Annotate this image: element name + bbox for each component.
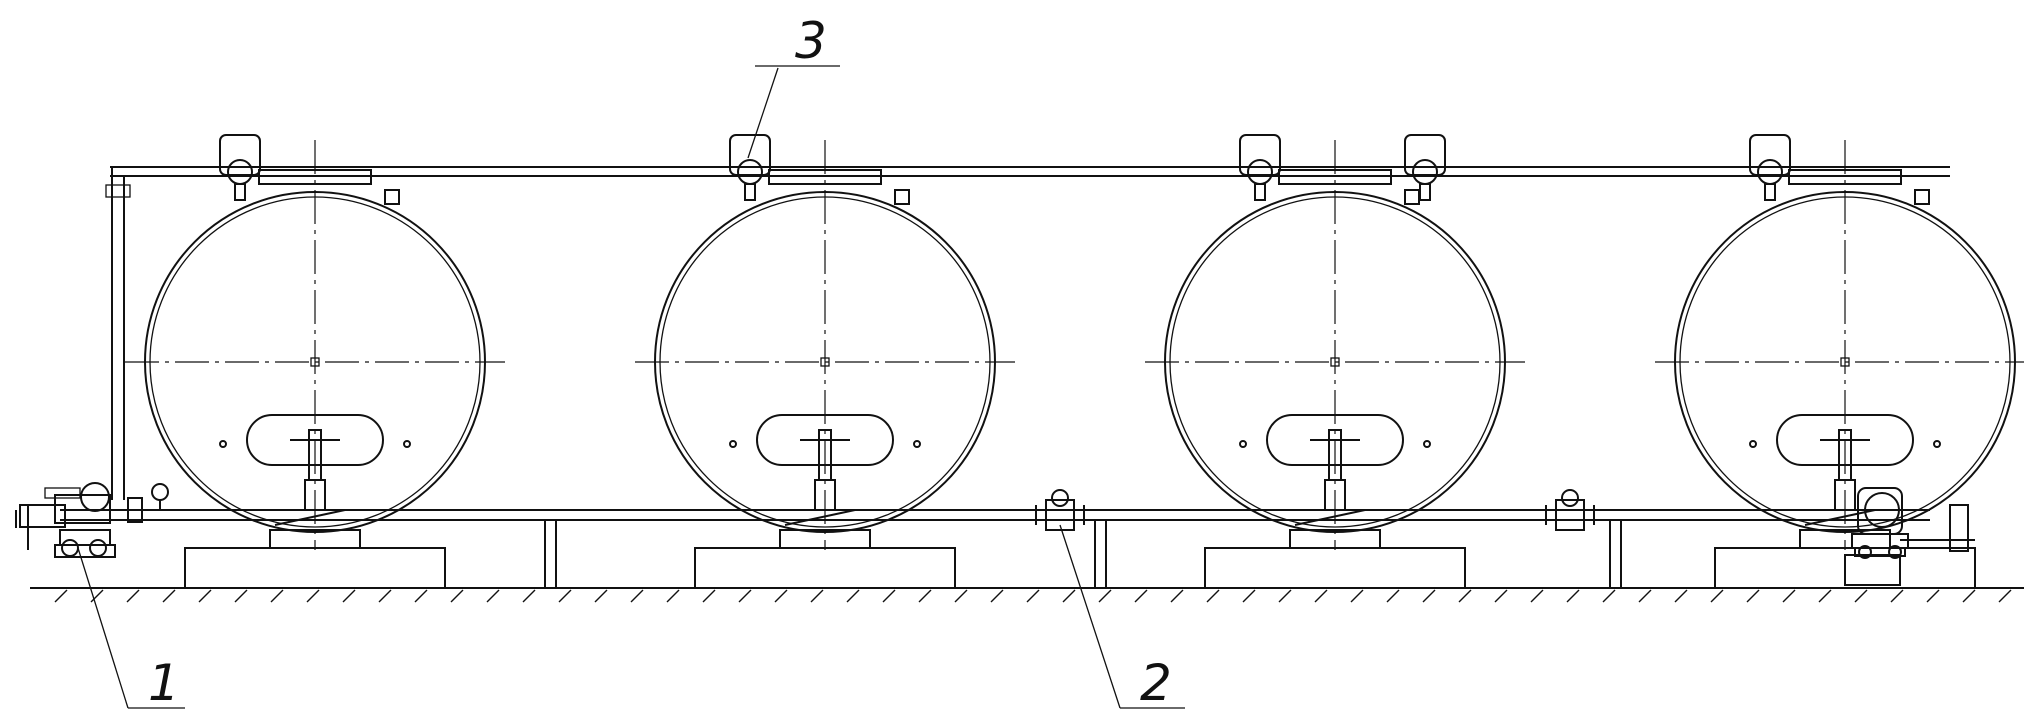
pump-unit-right bbox=[1844, 487, 1976, 588]
tank-slot bbox=[1776, 414, 1914, 466]
breather-valve-stem bbox=[1254, 183, 1266, 201]
breather-valve-body bbox=[1757, 159, 1783, 185]
tank-manhole bbox=[768, 169, 882, 185]
outlet-valve bbox=[1324, 479, 1346, 511]
tank-bolt-right bbox=[1423, 440, 1431, 448]
outlet-valve bbox=[304, 479, 326, 511]
breather-valve-stem bbox=[234, 183, 246, 201]
callout-3: 3 bbox=[747, 12, 840, 159]
tank-4 bbox=[1655, 134, 2024, 589]
tank-foundation bbox=[694, 547, 956, 589]
tank-slot bbox=[756, 414, 894, 466]
callout-1-label: 1 bbox=[148, 654, 180, 712]
tank-manhole bbox=[1788, 169, 1902, 185]
tank-nozzle bbox=[384, 189, 400, 205]
tank-1 bbox=[125, 134, 505, 589]
outlet-valve bbox=[814, 479, 836, 511]
tank-bolt-left bbox=[729, 440, 737, 448]
breather-valve-frame bbox=[1749, 134, 1791, 176]
breather-valve-body bbox=[737, 159, 763, 185]
ground bbox=[30, 587, 2024, 603]
lower-manifold bbox=[60, 509, 1930, 521]
breather-valve-frame bbox=[219, 134, 261, 176]
tank-slot bbox=[246, 414, 384, 466]
breather-valve-body bbox=[1247, 159, 1273, 185]
upper-manifold bbox=[105, 166, 1950, 500]
tank-manhole bbox=[1278, 169, 1392, 185]
breather-valve-frame bbox=[1239, 134, 1281, 176]
tank-bolt-left bbox=[1239, 440, 1247, 448]
outlet-valve bbox=[1834, 479, 1856, 511]
callout-1: 1 bbox=[77, 547, 185, 712]
breather-valve-body bbox=[227, 159, 253, 185]
tank-center-mark bbox=[1840, 357, 1850, 367]
callout-2: 2 bbox=[1059, 524, 1185, 712]
breather-valve-extra bbox=[1404, 134, 1446, 201]
tank-manhole bbox=[258, 169, 372, 185]
tank-2 bbox=[635, 134, 1015, 589]
valve-lower-2 bbox=[1545, 489, 1595, 531]
breather-valve-stem bbox=[744, 183, 756, 201]
callout-3-label: 3 bbox=[795, 12, 827, 70]
tank-bolt-right bbox=[1933, 440, 1941, 448]
tank-foundation bbox=[184, 547, 446, 589]
outlet-branch bbox=[1294, 509, 1366, 526]
tank-nozzle bbox=[1914, 189, 1930, 205]
tank-bolt-right bbox=[403, 440, 411, 448]
tank-center-mark bbox=[310, 357, 320, 367]
tank-nozzle bbox=[1404, 189, 1420, 205]
outlet-branch bbox=[1804, 509, 1876, 526]
tank-center-mark bbox=[820, 357, 830, 367]
callout-2-label: 2 bbox=[1140, 654, 1172, 712]
tank-center-mark bbox=[1330, 357, 1340, 367]
breather-valve-frame bbox=[729, 134, 771, 176]
outlet-branch bbox=[784, 509, 856, 526]
tanks bbox=[125, 134, 2024, 589]
pump-unit-left bbox=[15, 482, 169, 558]
tank-bolt-left bbox=[1749, 440, 1757, 448]
tank-foundation bbox=[1204, 547, 1466, 589]
outlet-branch bbox=[274, 509, 346, 526]
valve-lower-1 bbox=[1035, 489, 1085, 531]
tank-3 bbox=[1145, 134, 1525, 589]
tank-bolt-left bbox=[219, 440, 227, 448]
pipe-supports bbox=[544, 520, 1622, 588]
tank-nozzle bbox=[894, 189, 910, 205]
breather-valve-stem bbox=[1764, 183, 1776, 201]
tank-slot bbox=[1266, 414, 1404, 466]
tank-bolt-right bbox=[913, 440, 921, 448]
